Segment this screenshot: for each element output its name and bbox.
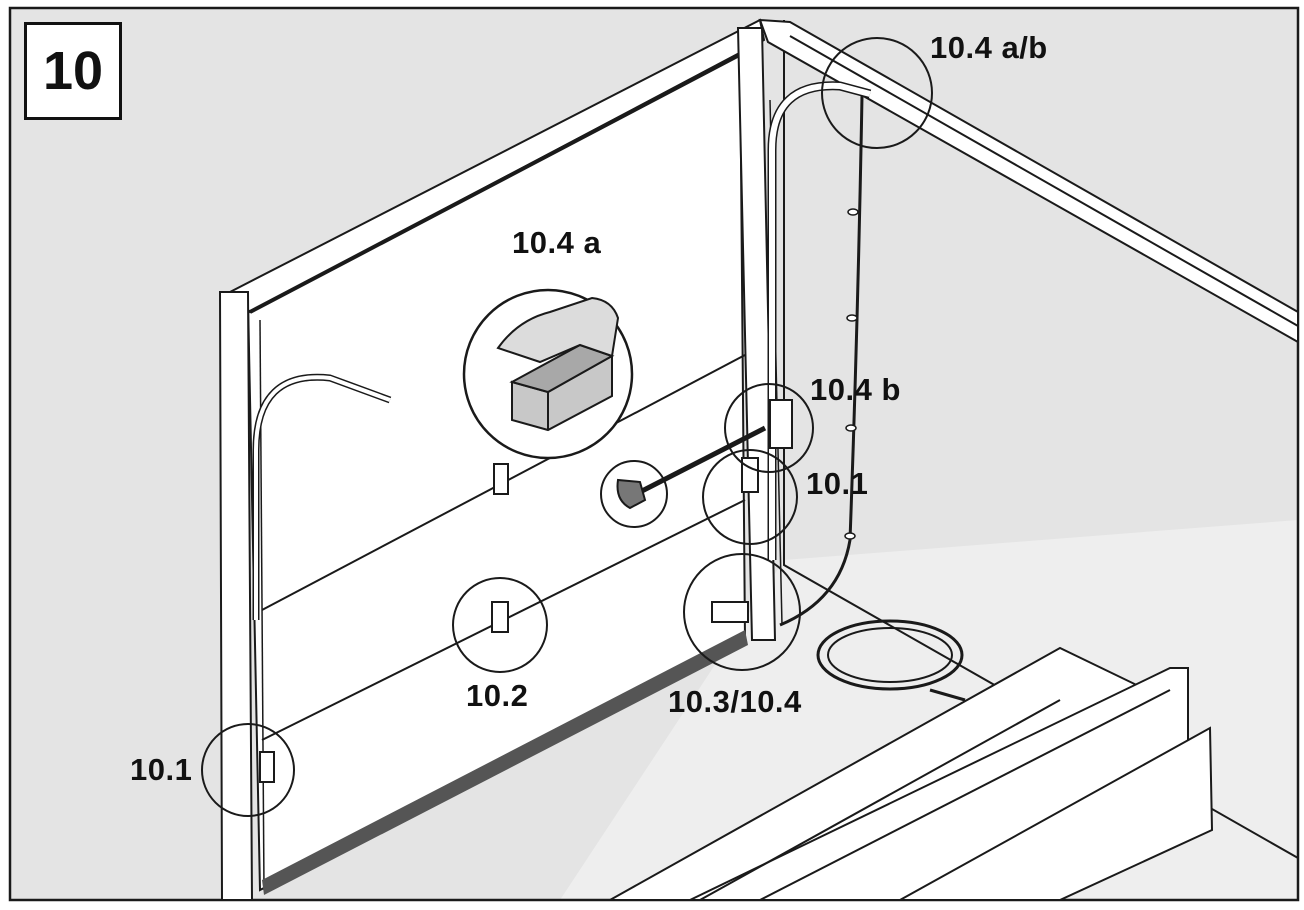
callout-circle-10-2 [452,577,548,673]
callout-label-10-4ab: 10.4 a/b [930,30,1048,65]
callout-circle-10-3 [683,553,801,671]
callout-label-10-4b: 10.4 b [810,372,901,407]
top-rail-right-inner [789,35,1299,327]
left-curved-track-inner [254,375,391,620]
lock-plate [769,399,793,449]
cable-coil [816,619,964,691]
callout-circle-10-1-left [201,723,295,817]
step-number: 10 [24,22,122,120]
callout-circle-10-4b [600,460,668,528]
callout-circle-10-4b-lock [724,383,814,473]
package-edge-2 [759,689,1171,901]
callout-label-10-4a: 10.4 a [512,225,602,260]
package-edge-1 [699,699,1061,901]
hinge-bracket-center [493,463,509,495]
folded-box-icon [496,296,620,432]
callout-label-10-2: 10.2 [466,678,529,713]
left-post [218,291,254,901]
cable-clip-2 [846,314,858,322]
hinge-bracket-right [741,457,759,493]
bottom-bracket [711,601,749,623]
cable-tail [929,688,966,702]
cable [779,95,864,627]
right-curved-track-inner [769,82,871,560]
package-box-3 [896,726,1214,901]
bottom-seal [262,630,748,895]
cable-clip-1 [847,208,859,216]
cable-coil-inner [827,627,953,683]
hinge-bracket-left [259,751,275,783]
callout-label-10-1-right: 10.1 [806,466,869,501]
handle-rod [638,425,767,495]
hinge-bracket-mid [491,601,509,633]
cable-clip-3 [845,424,857,432]
plug-connector-icon [616,478,647,510]
cable-clip-4 [844,532,856,540]
top-rail-inner [249,50,746,314]
callout-label-10-1-left: 10.1 [130,752,193,787]
top-rail-right [758,18,1299,344]
callout-label-10-3-10-4: 10.3/10.4 [668,684,802,719]
callout-circle-10-4ab [821,37,933,149]
callout-circle-10-1-right [702,449,798,545]
